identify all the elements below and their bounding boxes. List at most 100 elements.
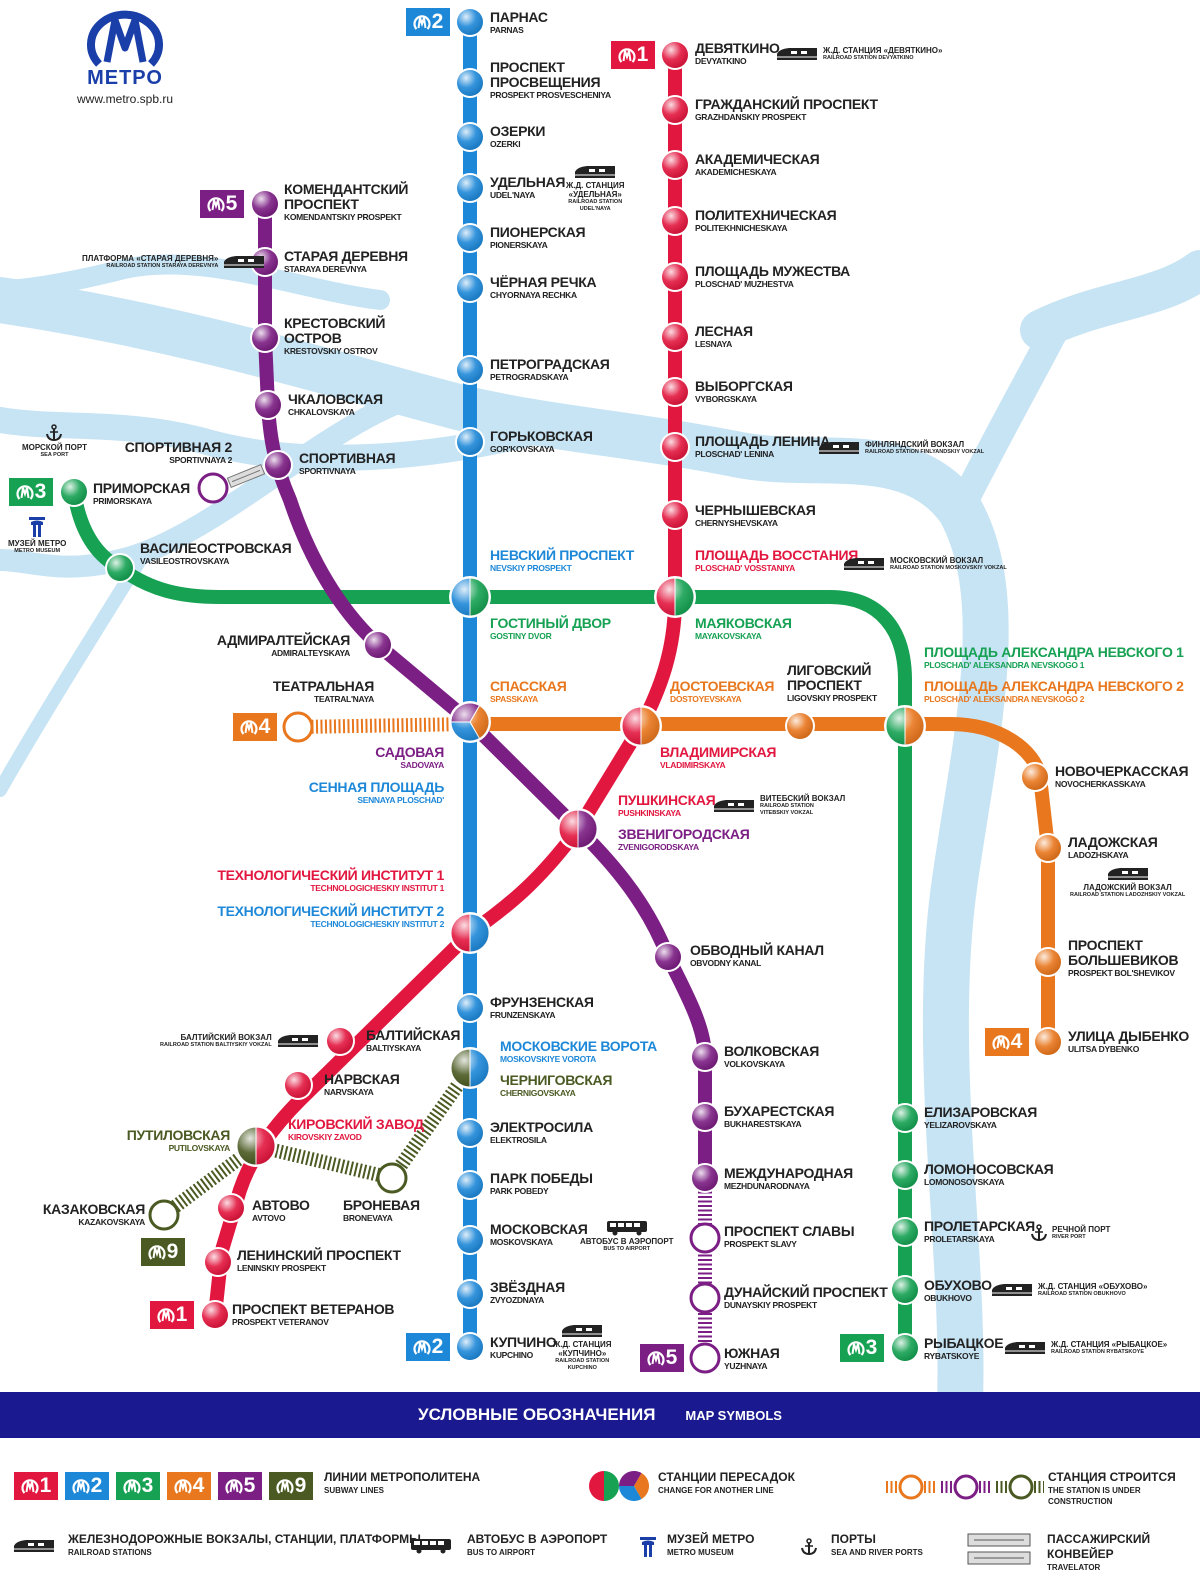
station-lesnaya[interactable] xyxy=(660,322,690,352)
station-admiralteyskaya[interactable] xyxy=(363,630,393,660)
station-pionerskaya[interactable] xyxy=(455,223,485,253)
construction-station-dunaysky[interactable] xyxy=(689,1282,721,1314)
station-muzhestva[interactable] xyxy=(660,262,690,292)
interchange-station-nevsky[interactable] xyxy=(449,576,491,618)
station-chyornaya[interactable] xyxy=(455,273,485,303)
construction-station-sportivnaya2[interactable] xyxy=(197,472,229,504)
line-badge-l2[interactable]: 2 xyxy=(406,8,450,36)
interchange-station-sennaya[interactable] xyxy=(449,701,491,743)
station-proletarskaya[interactable] xyxy=(890,1217,920,1247)
station-narvskaya[interactable] xyxy=(283,1070,313,1100)
interchange-station-an1[interactable] xyxy=(884,705,926,747)
interchange-station-kirovsky[interactable] xyxy=(235,1125,277,1167)
station-prosvescheniya[interactable] xyxy=(455,68,485,98)
line-badge-l4[interactable]: 4 xyxy=(985,1028,1029,1056)
station-zvezdnaya[interactable] xyxy=(455,1279,485,1309)
station-leninsky[interactable] xyxy=(203,1247,233,1277)
station-mezhdunarodnaya[interactable] xyxy=(690,1163,720,1193)
station-avtovo[interactable] xyxy=(216,1193,246,1223)
station-ligovsky[interactable] xyxy=(785,711,815,741)
line-badge-l1[interactable]: 1 xyxy=(150,1301,194,1329)
station-sportivnaya[interactable] xyxy=(263,450,293,480)
station-grazhdansky[interactable] xyxy=(660,95,690,125)
line-badge-l5[interactable]: 5 xyxy=(218,1472,262,1500)
station-ladozhskaya[interactable] xyxy=(1033,833,1063,863)
line-badge-l5[interactable]: 5 xyxy=(640,1344,684,1372)
line-badge-l1[interactable]: 1 xyxy=(14,1472,58,1500)
station-devyatkino[interactable] xyxy=(660,40,690,70)
station-veteranov[interactable] xyxy=(200,1300,230,1330)
interchange-station-tech1[interactable] xyxy=(449,912,491,954)
line-badge-l4[interactable]: 4 xyxy=(167,1472,211,1500)
station-chkalovskaya[interactable] xyxy=(253,390,283,420)
station-obvodny[interactable] xyxy=(653,942,683,972)
station-dybenko[interactable] xyxy=(1033,1027,1063,1057)
station-frunzenskaya[interactable] xyxy=(455,993,485,1023)
station-krestovsky[interactable] xyxy=(250,323,280,353)
station-baltiyskaya[interactable] xyxy=(325,1026,355,1056)
website-link[interactable]: www.metro.spb.ru xyxy=(76,92,174,106)
line-badge-l3[interactable]: 3 xyxy=(9,478,53,506)
station-obukhovo[interactable] xyxy=(890,1275,920,1305)
line-badge-l3[interactable]: 3 xyxy=(840,1334,884,1362)
station-rybatskoe[interactable] xyxy=(890,1333,920,1363)
station-elektrosila[interactable] xyxy=(455,1118,485,1148)
interchange-station-pushkinskaya[interactable] xyxy=(557,808,599,850)
station-bolshevikov[interactable] xyxy=(1033,947,1063,977)
station-udelnaya[interactable] xyxy=(455,173,485,203)
interchange-station-mosvorota[interactable] xyxy=(449,1047,491,1089)
station-gorkovskaya[interactable] xyxy=(455,427,485,457)
station-vyborgskaya[interactable] xyxy=(660,377,690,407)
